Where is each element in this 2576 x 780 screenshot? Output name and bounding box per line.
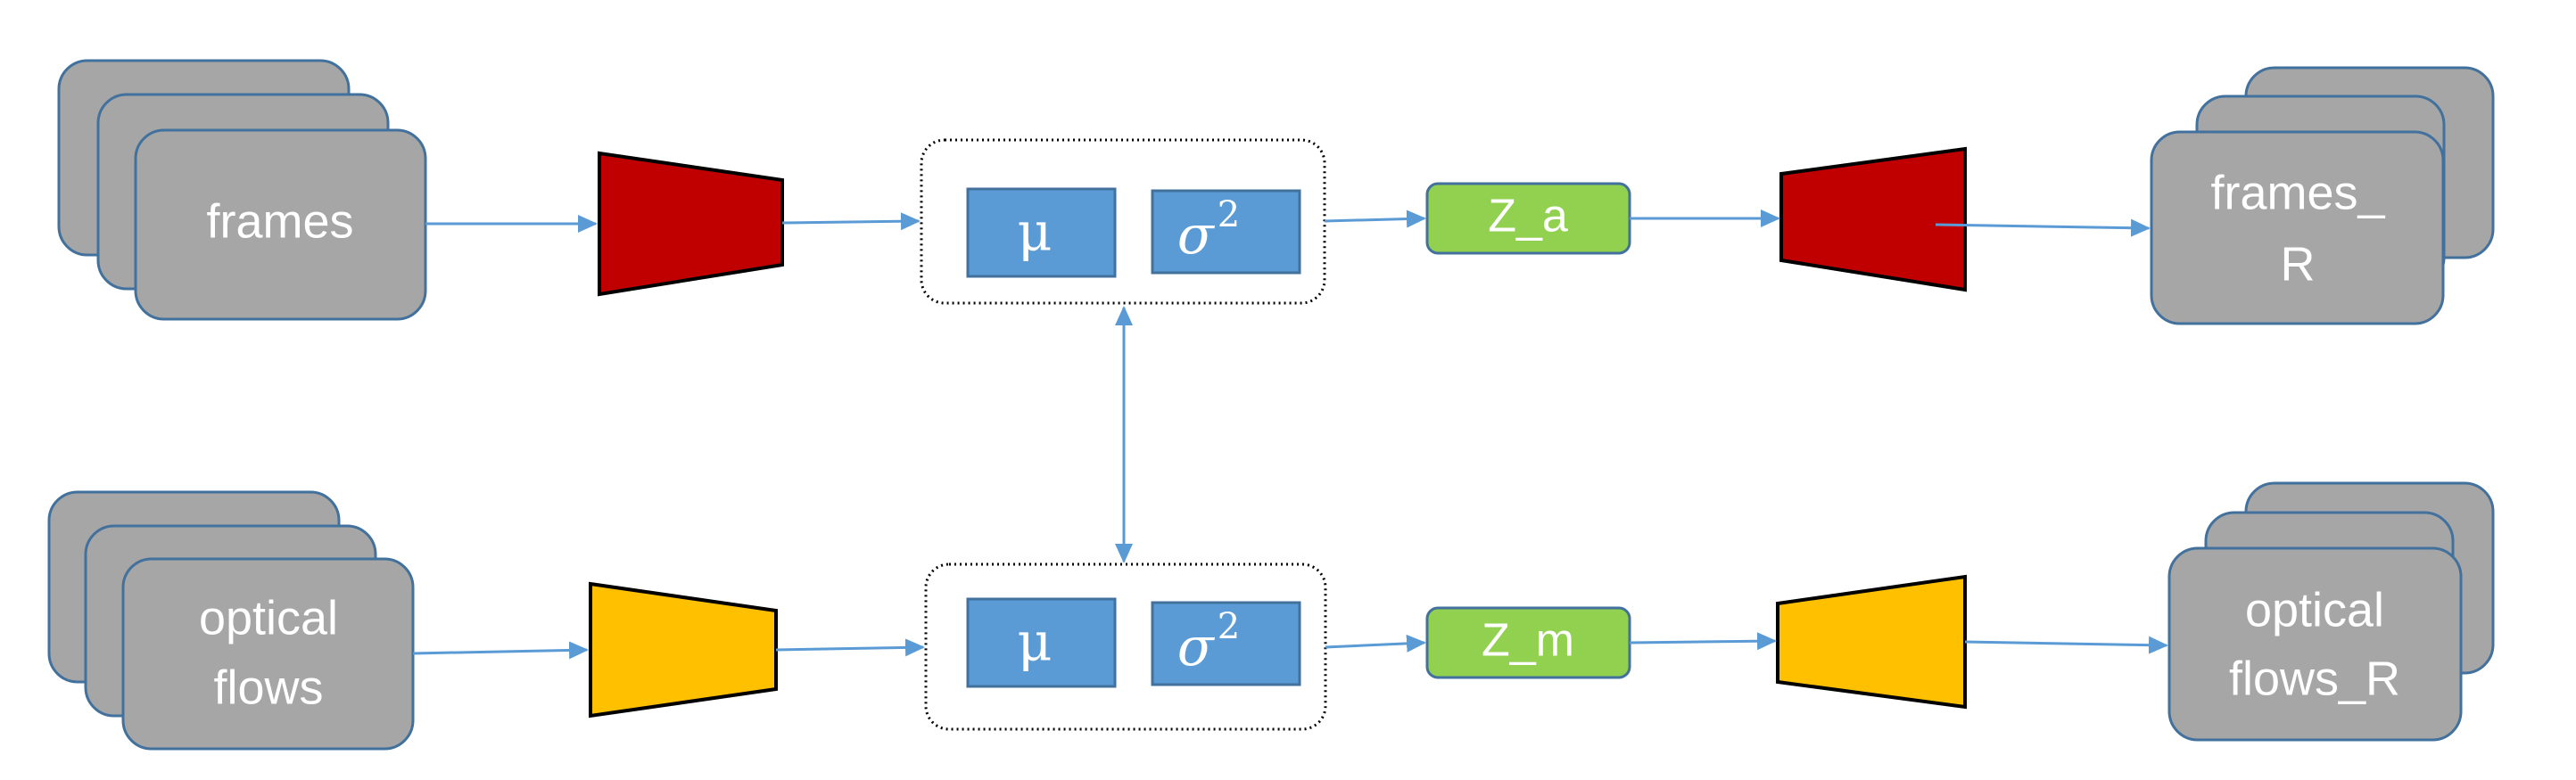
input-flows-card-front bbox=[121, 557, 415, 751]
z-motion-label: Z_m bbox=[1482, 615, 1574, 667]
appearance-sigma-exponent: 2 bbox=[1218, 194, 1240, 235]
arrow-latent-to-z-m bbox=[1325, 634, 1426, 653]
input-flows-label-line1: optical bbox=[199, 591, 338, 645]
arrow-encoder-to-latent-bottom bbox=[775, 638, 925, 657]
motion-mu-box bbox=[966, 597, 1117, 688]
output-flows-stack: optical flows_R bbox=[2167, 481, 2495, 742]
appearance-decoder-shape bbox=[1779, 146, 1967, 292]
motion-sigma-exponent: 2 bbox=[1218, 606, 1240, 647]
appearance-sigma-symbol: σ bbox=[1177, 204, 1216, 267]
output-frames-stack: frames_ R bbox=[2150, 66, 2495, 325]
output-frames-label-line2: R bbox=[2281, 237, 2316, 291]
input-frames-stack: frames bbox=[57, 59, 427, 321]
arrow-decoder-to-frames-r bbox=[1935, 218, 2151, 237]
appearance-mu-box bbox=[966, 187, 1117, 278]
input-flows-label-line2: flows bbox=[213, 661, 323, 714]
arrow-latent-to-z-a bbox=[1324, 209, 1426, 228]
appearance-encoder-shape bbox=[598, 151, 784, 297]
appearance-sigma-box bbox=[1151, 189, 1301, 275]
output-frames-label-line1: frames_ bbox=[2210, 166, 2385, 219]
arrow-flows-to-encoder bbox=[412, 641, 589, 660]
output-flows-label-line1: optical bbox=[2245, 583, 2384, 636]
output-flows-label-line2: flows_R bbox=[2229, 652, 2400, 705]
motion-sigma-box bbox=[1151, 601, 1301, 686]
input-flows-stack: optical flows bbox=[47, 490, 415, 751]
input-frames-label: frames bbox=[206, 194, 353, 248]
arrow-encoder-to-latent-top bbox=[781, 212, 921, 231]
z-appearance-label: Z_a bbox=[1488, 191, 1568, 242]
output-flows-card-front bbox=[2167, 546, 2463, 742]
motion-decoder-shape bbox=[1776, 574, 1967, 710]
arrow-z-m-to-decoder bbox=[1629, 632, 1777, 651]
motion-mu-label: μ bbox=[1018, 612, 1053, 674]
arrow-decoder-to-flows-r bbox=[1964, 636, 2168, 654]
appearance-mu-label: μ bbox=[1018, 201, 1053, 264]
motion-encoder-shape bbox=[589, 581, 778, 718]
output-frames-card-front bbox=[2150, 130, 2445, 325]
motion-sigma-symbol: σ bbox=[1177, 616, 1216, 678]
